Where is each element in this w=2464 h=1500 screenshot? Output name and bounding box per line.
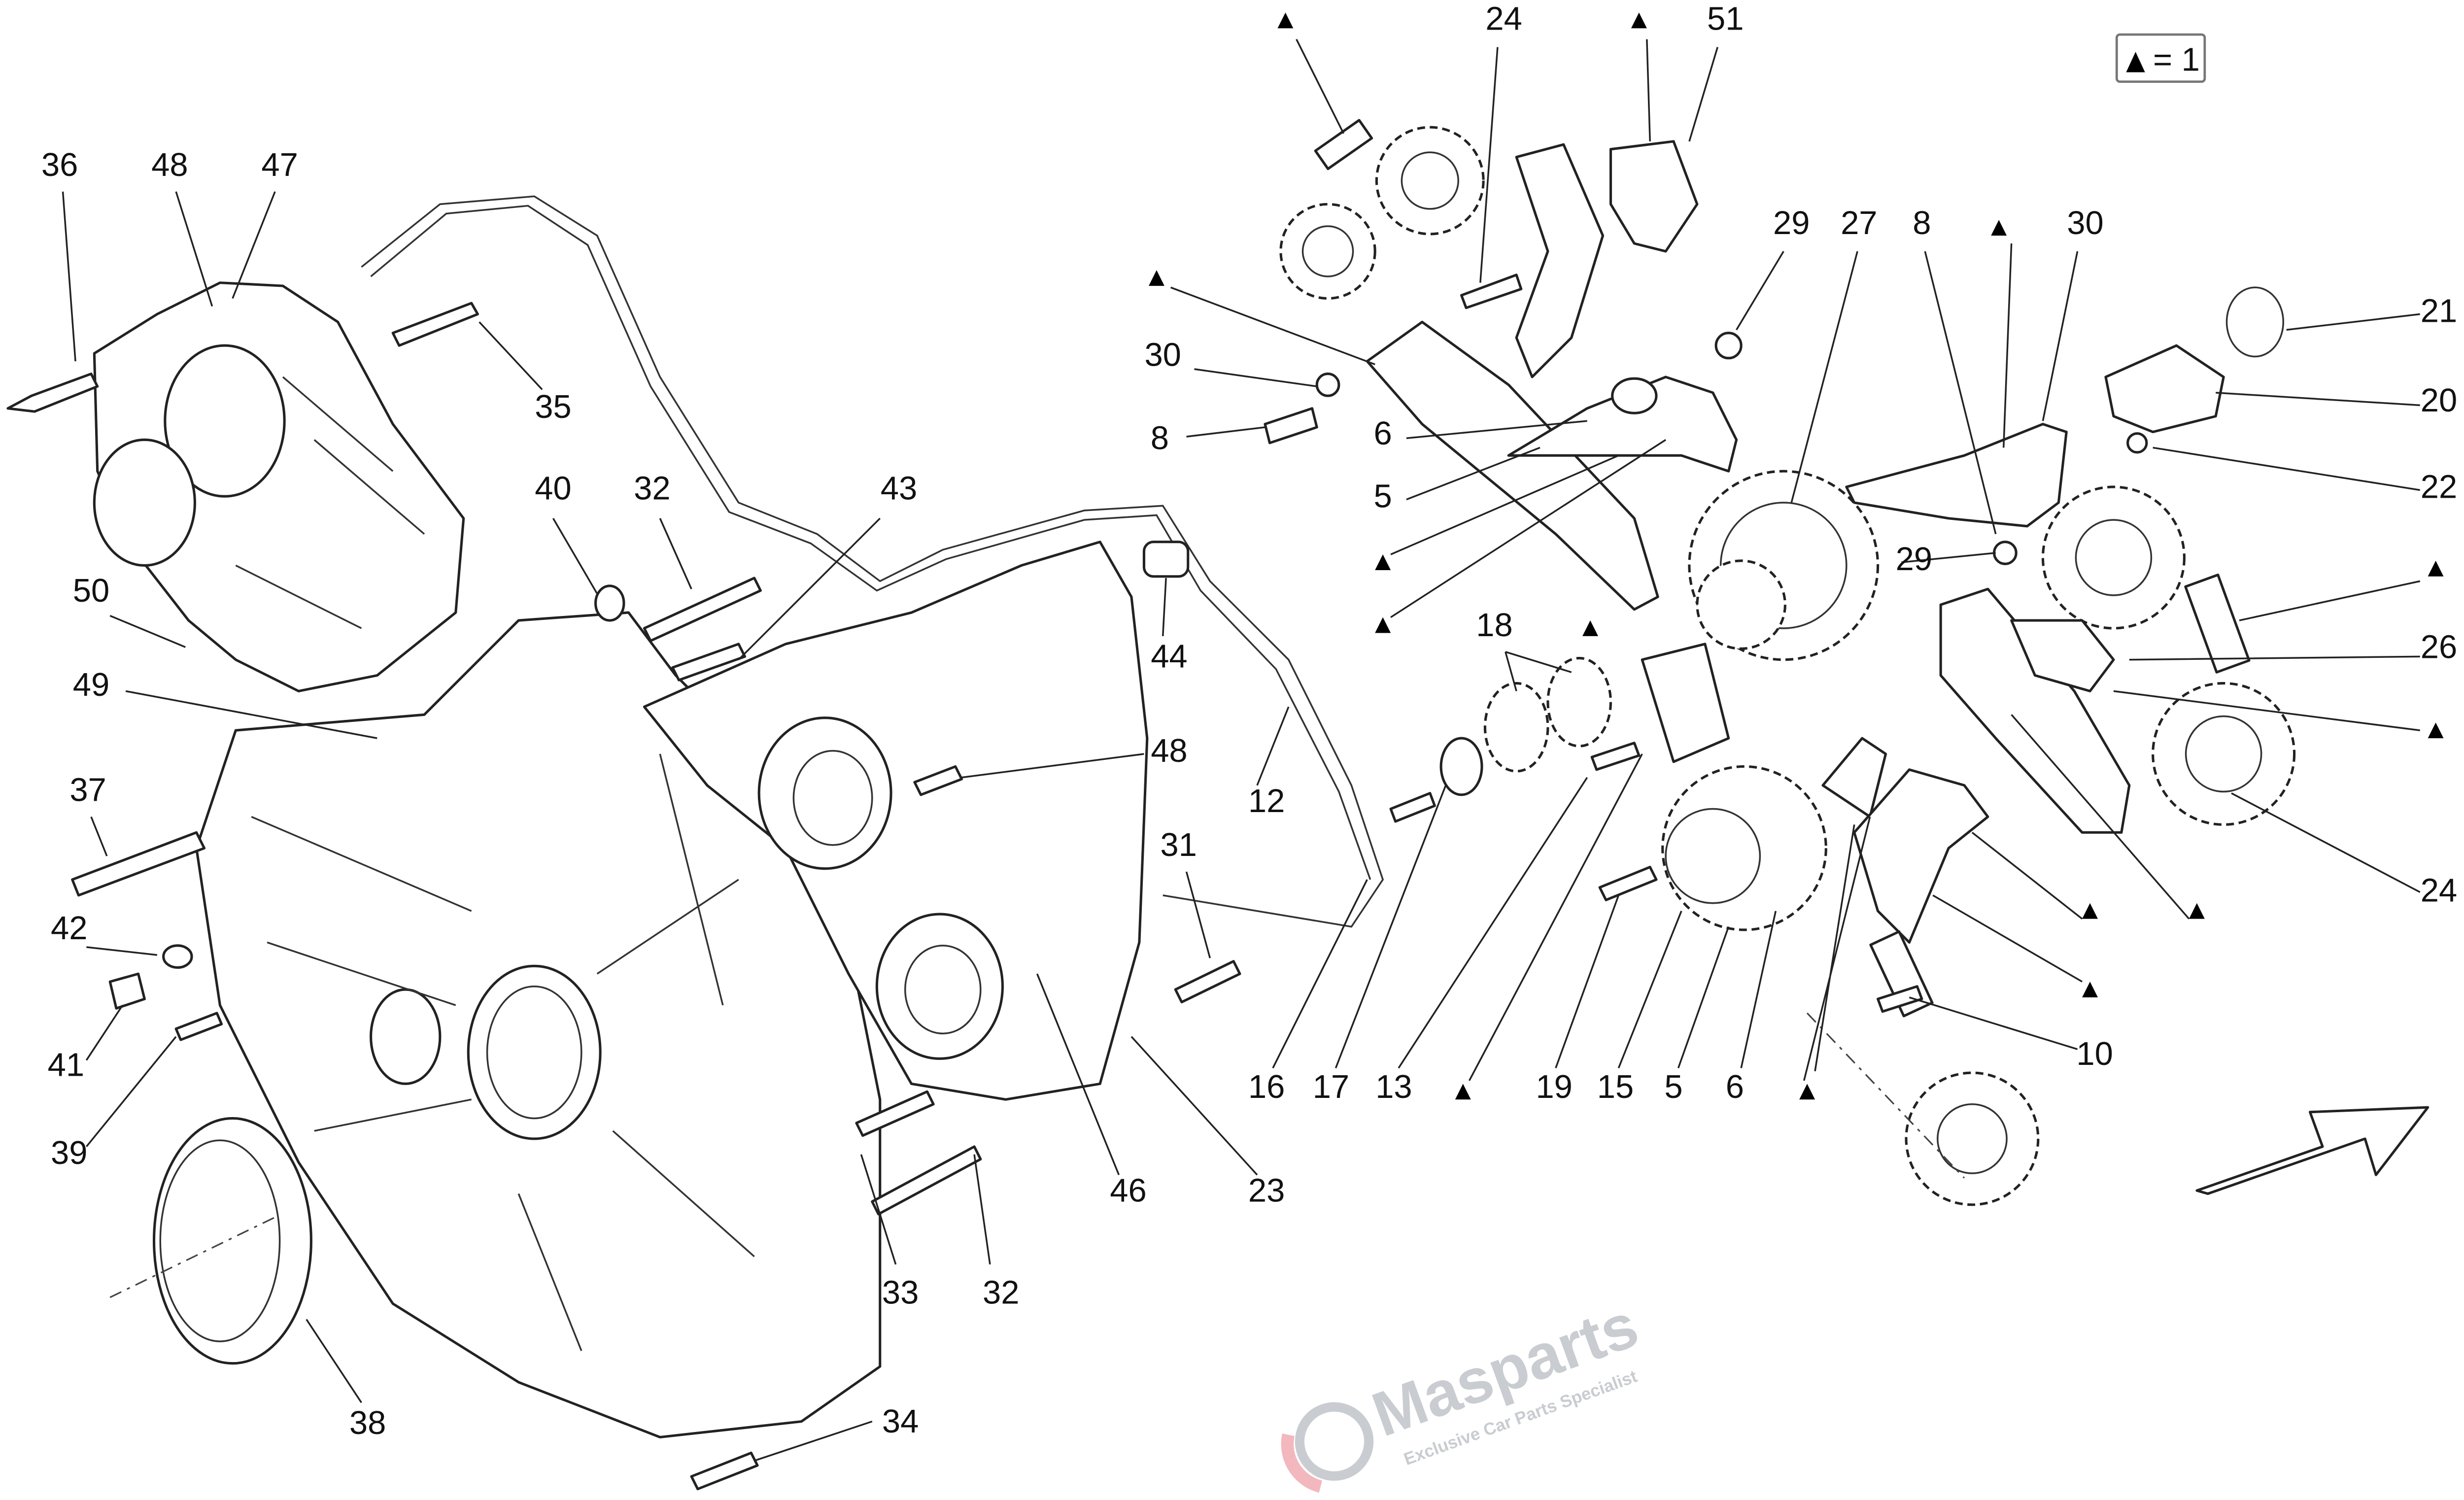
leader-lines <box>62 38 2421 1462</box>
callout-48: 48 <box>151 146 188 183</box>
callout-35: 35 <box>535 388 571 425</box>
timing-components <box>1264 119 2296 1206</box>
callout-27: 27 <box>1841 205 1877 241</box>
callout-labels: 36 48 47 35 40 32 43 50 49 37 42 41 39 3… <box>41 0 2457 1442</box>
callout-8: 8 <box>1913 205 1931 241</box>
callout-43: 43 <box>881 470 917 507</box>
callout-47: 47 <box>261 146 298 183</box>
callout-38: 38 <box>349 1404 386 1441</box>
callout-22: 22 <box>2421 468 2457 505</box>
callout-20: 20 <box>2421 382 2457 419</box>
triangle-icon <box>1631 12 1647 29</box>
callout-39: 39 <box>51 1134 87 1171</box>
bolts <box>6 302 1241 1491</box>
callout-5: 5 <box>1664 1068 1682 1105</box>
callout-36: 36 <box>41 146 78 183</box>
triangle-icon <box>2082 903 2098 919</box>
triangle-icon <box>1582 620 1598 636</box>
triangle-icon <box>1991 220 2007 236</box>
callout-26: 26 <box>2421 629 2457 666</box>
triangle-icon <box>1375 554 1391 571</box>
callout-30: 30 <box>1144 337 1181 374</box>
callout-16: 16 <box>1248 1068 1285 1105</box>
callout-6: 6 <box>1374 415 1392 452</box>
gasket-inner-edge <box>370 205 1371 880</box>
callout-29: 29 <box>1773 205 1810 241</box>
callout-50: 50 <box>73 572 109 609</box>
legend-text: = 1 <box>2153 41 2200 78</box>
callout-51: 51 <box>1707 0 1744 37</box>
callout-46: 46 <box>1110 1172 1146 1209</box>
callout-48: 48 <box>1151 732 1187 769</box>
callout-24: 24 <box>1485 0 1522 37</box>
watermark: Masparts Exclusive Car Parts Specialist <box>1281 1290 1647 1493</box>
triangle-icon <box>2082 982 2098 998</box>
callout-19: 19 <box>1536 1068 1572 1105</box>
callout-18: 18 <box>1476 607 1512 644</box>
middle-cover-part <box>643 541 1190 1101</box>
callout-33: 33 <box>882 1274 919 1311</box>
callout-15: 15 <box>1597 1068 1634 1105</box>
callout-5: 5 <box>1374 478 1392 515</box>
triangle-icon <box>1799 1084 1815 1100</box>
triangle-icon <box>1148 270 1164 286</box>
callout-23: 23 <box>1248 1172 1285 1209</box>
callout-42: 42 <box>51 910 87 947</box>
callout-12: 12 <box>1248 783 1285 819</box>
triangle-icon <box>2428 722 2444 739</box>
rear-cover-part <box>93 281 465 693</box>
direction-arrow-icon <box>2195 1106 2430 1195</box>
callout-34: 34 <box>882 1403 919 1440</box>
callout-32: 32 <box>634 470 670 507</box>
callout-21: 21 <box>2421 292 2457 329</box>
dowel-part <box>1142 541 1190 578</box>
seal-ring-part <box>109 1117 312 1365</box>
legend-box: = 1 <box>2115 33 2206 83</box>
callout-32: 32 <box>983 1274 1019 1311</box>
callout-8: 8 <box>1151 420 1169 457</box>
gasket-part <box>361 195 1384 928</box>
triangle-icon <box>1375 617 1391 633</box>
callout-30: 30 <box>2067 205 2103 241</box>
callout-37: 37 <box>69 772 106 809</box>
callout-24: 24 <box>2421 872 2457 909</box>
triangle-icon <box>2126 52 2145 72</box>
triangle-icon <box>2189 903 2205 919</box>
callout-13: 13 <box>1375 1068 1412 1105</box>
callout-10: 10 <box>2076 1035 2113 1072</box>
callout-44: 44 <box>1151 638 1187 675</box>
triangle-icon <box>1455 1084 1471 1100</box>
triangle-icon <box>2428 560 2444 577</box>
quantity-triangles <box>1148 12 2444 1100</box>
callout-6: 6 <box>1726 1068 1744 1105</box>
callout-29: 29 <box>1896 541 1932 578</box>
callout-40: 40 <box>535 470 571 507</box>
callout-49: 49 <box>73 666 109 703</box>
callout-31: 31 <box>1160 826 1197 863</box>
callout-41: 41 <box>48 1046 84 1083</box>
callout-17: 17 <box>1313 1068 1349 1105</box>
triangle-icon <box>1277 12 1294 29</box>
